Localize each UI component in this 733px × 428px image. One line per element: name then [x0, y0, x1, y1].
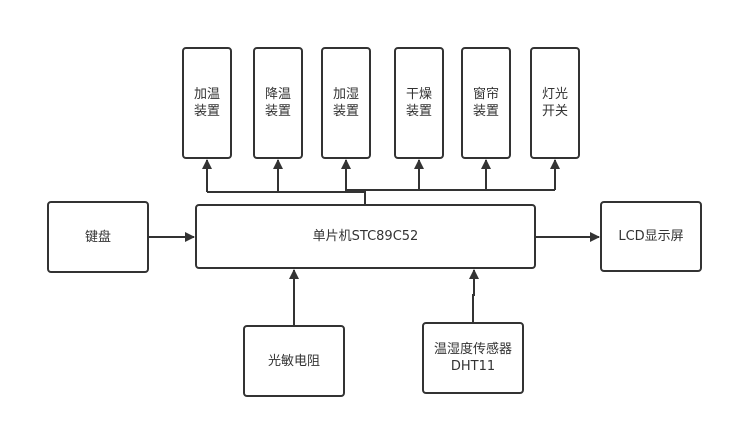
arrow-sensor-to-mcu	[469, 269, 479, 323]
cooling-device-box: 降温 装置	[253, 47, 303, 159]
humidifier-device-box: 加湿 装置	[321, 47, 371, 159]
lcd-display-box: LCD显示屏	[600, 201, 702, 272]
photoresistor-box: 光敏电阻	[243, 325, 345, 397]
light-switch-box: 灯光 开关	[530, 47, 580, 159]
dryer-device-box: 干燥 装置	[394, 47, 444, 159]
curtain-device-box: 窗帘 装置	[461, 47, 511, 159]
mcu-box: 单片机STC89C52	[195, 204, 536, 269]
temp-humidity-sensor-box: 温湿度传感器 DHT11	[422, 322, 524, 394]
heating-device-box: 加温 装置	[182, 47, 232, 159]
keyboard-box: 键盘	[47, 201, 149, 273]
